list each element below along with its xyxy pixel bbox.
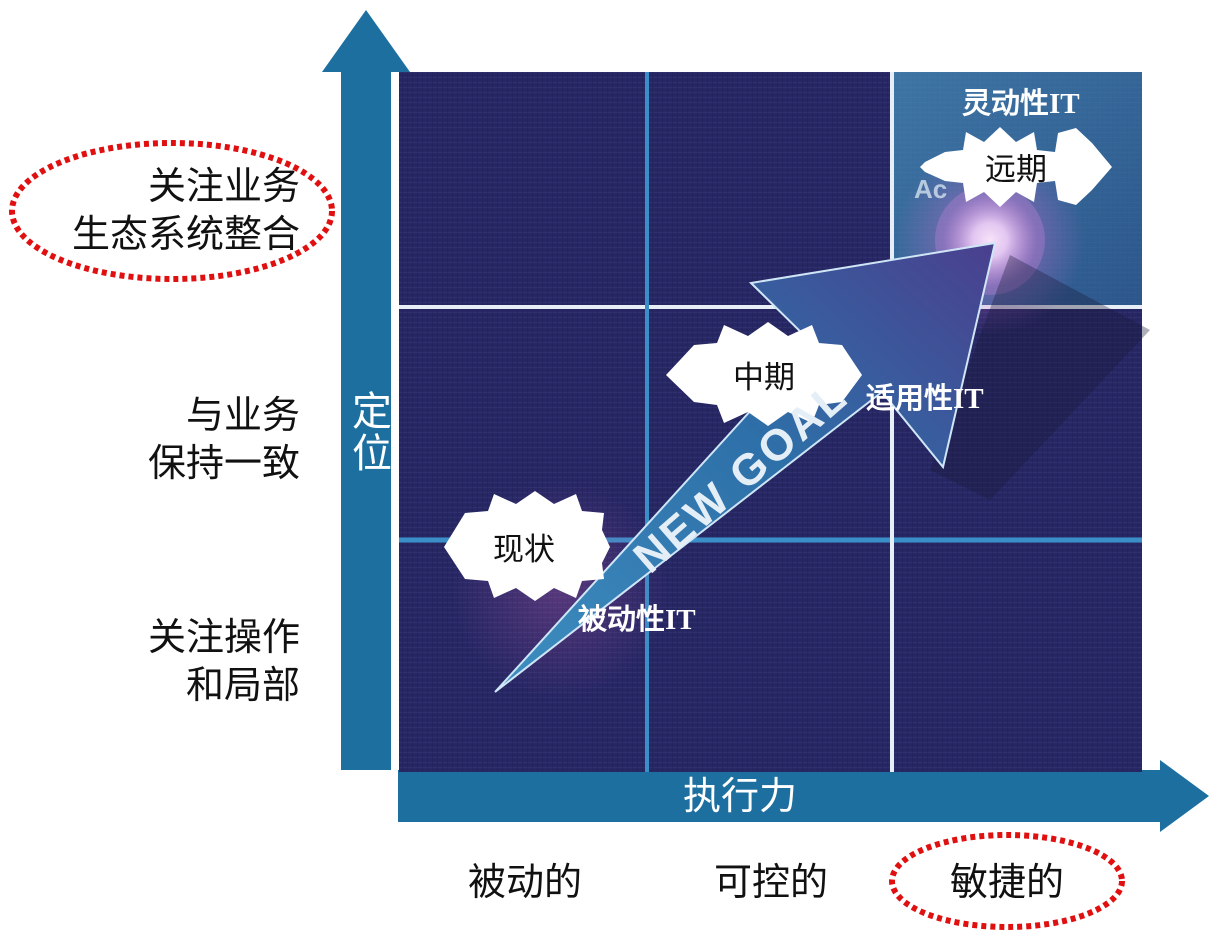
zone-label-passive: 被动性IT [578,603,696,636]
milestone-badge-current [444,491,610,601]
y-level-top-line1: 关注业务 [147,164,300,208]
zone-label-applicable: 适用性IT [866,382,984,415]
x-axis-arrow [398,760,1209,832]
y-level-mid-line1: 与业务 [185,393,300,437]
milestone-mid-label: 中期 [733,360,795,396]
y-highlight-ellipse [9,140,335,282]
milestone-long-label: 远期 [985,152,1047,188]
x-level-left: 被动的 [467,860,582,904]
milestone-badge-mid [666,322,862,426]
arrow-goal-text: NEW GOAL [624,371,857,582]
y-level-top-line2: 生态系统整合 [71,212,300,256]
x-axis-title: 执行力 [682,774,797,818]
y-level-bottom: 关注操作 和局部 [20,613,300,709]
milestone-current-label: 现状 [493,532,555,568]
zone-label-agile: 灵动性IT [962,87,1080,120]
y-level-bottom-line2: 和局部 [185,663,300,707]
x-level-right: 敏捷的 [949,860,1064,904]
y-level-mid: 与业务 保持一致 [20,391,300,487]
y-level-mid-line2: 保持一致 [147,441,300,485]
y-level-top: 关注业务 生态系统整合 [20,162,300,258]
milestone-badge-long [920,127,1112,207]
y-axis-title: 定位 [345,390,391,474]
y-level-bottom-line1: 关注操作 [147,615,300,659]
x-highlight-ellipse [889,832,1125,930]
x-level-mid: 可控的 [713,860,828,904]
zone-label-faded: Ac [914,174,947,204]
y-axis-arrow [322,10,410,770]
